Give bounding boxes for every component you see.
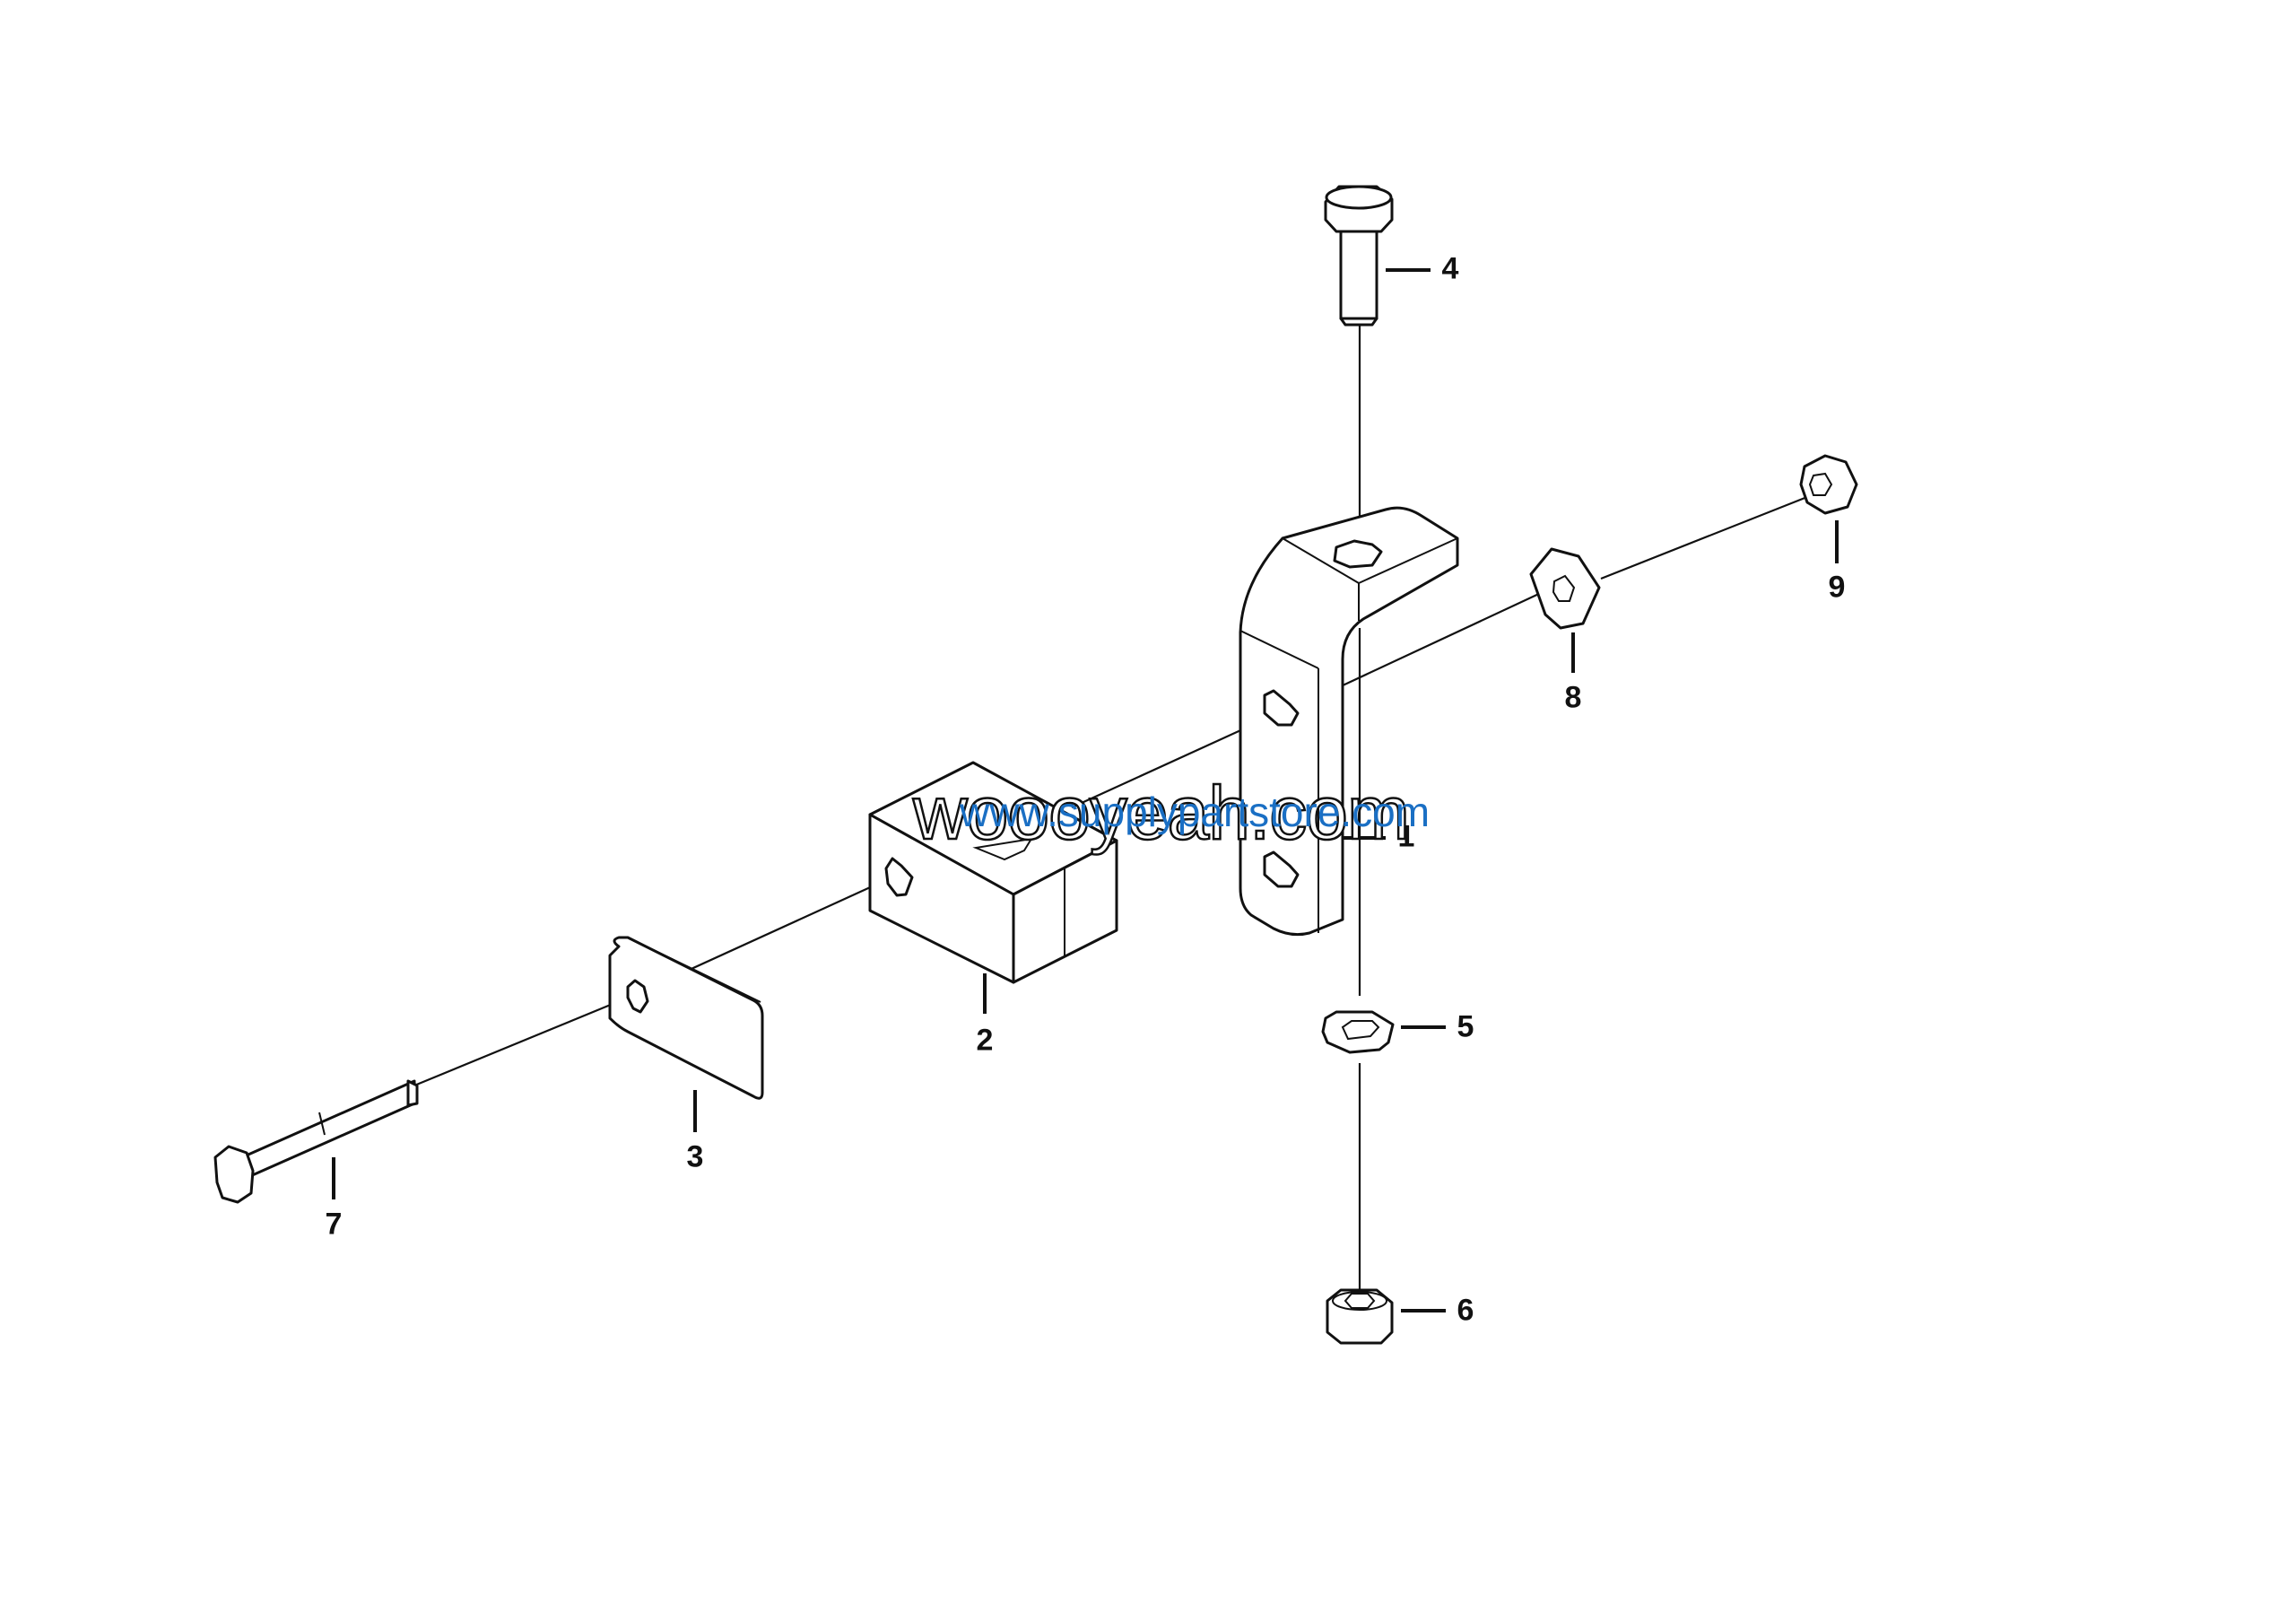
callout-7: 7 xyxy=(325,1207,343,1242)
part-1-bracket[interactable] xyxy=(1239,506,1459,937)
part-9-nut[interactable] xyxy=(1799,454,1858,563)
part-3-plate[interactable] xyxy=(608,936,764,1132)
callout-5: 5 xyxy=(1457,1009,1474,1044)
callout-1: 1 xyxy=(1397,819,1415,854)
part-6-nut[interactable] xyxy=(1326,1288,1446,1345)
callout-9: 9 xyxy=(1828,570,1846,605)
callout-2: 2 xyxy=(976,1023,994,1058)
part-2-clamp-block[interactable] xyxy=(868,761,1118,1014)
callout-3: 3 xyxy=(686,1139,704,1174)
callout-6: 6 xyxy=(1457,1293,1474,1328)
part-4-bolt[interactable] xyxy=(1324,185,1431,327)
watermark-blue: www.supplypartstore.com xyxy=(960,789,1431,835)
part-8-washer[interactable] xyxy=(1529,547,1601,673)
callout-8: 8 xyxy=(1564,680,1582,715)
watermark-outline: woooyeah.com xyxy=(912,770,1412,857)
part-7-bolt[interactable] xyxy=(213,1079,419,1204)
part-5-washer[interactable] xyxy=(1321,1010,1446,1054)
callout-4: 4 xyxy=(1441,251,1459,286)
